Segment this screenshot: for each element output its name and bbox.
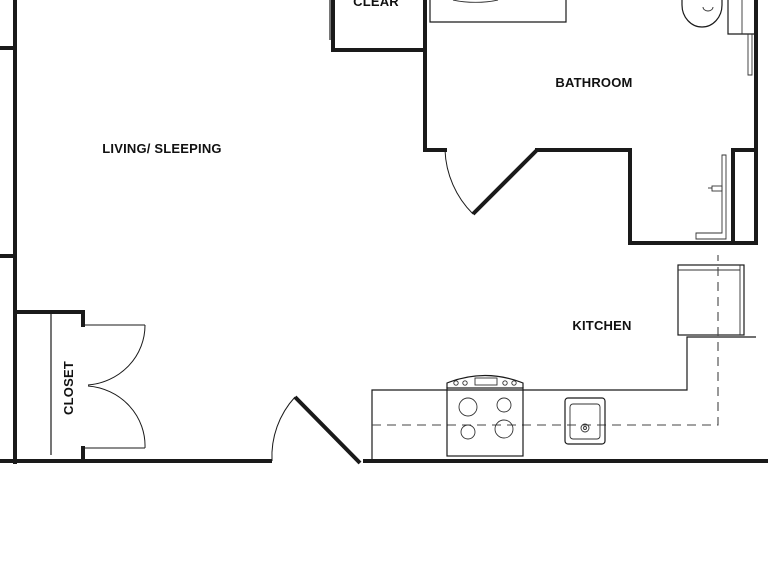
vanity xyxy=(429,0,567,23)
closet-bifold-door xyxy=(83,324,146,449)
grab-bar xyxy=(747,34,753,76)
closet xyxy=(13,310,146,463)
entry-door xyxy=(271,395,362,465)
upper-cabinet-line xyxy=(372,255,719,426)
clear-closet xyxy=(329,0,427,52)
counter xyxy=(371,336,756,461)
room-label-bathroom: BATHROOM xyxy=(555,75,632,90)
bathroom-fixtures xyxy=(429,0,756,240)
exterior-walls xyxy=(0,0,768,464)
kitchen-sink xyxy=(564,397,606,445)
kitchen xyxy=(371,255,756,461)
shower-fixture xyxy=(695,154,727,240)
room-label-clear: CLEAR xyxy=(353,0,399,9)
room-label-kitchen: KITCHEN xyxy=(572,318,631,333)
room-label-living: LIVING/ SLEEPING xyxy=(102,141,222,156)
bathroom-walls xyxy=(423,0,758,245)
refrigerator xyxy=(677,264,745,336)
room-label-closet: CLOSET xyxy=(61,361,76,415)
toilet xyxy=(681,0,756,35)
bathroom-door xyxy=(444,148,539,216)
range-stove xyxy=(446,374,524,457)
